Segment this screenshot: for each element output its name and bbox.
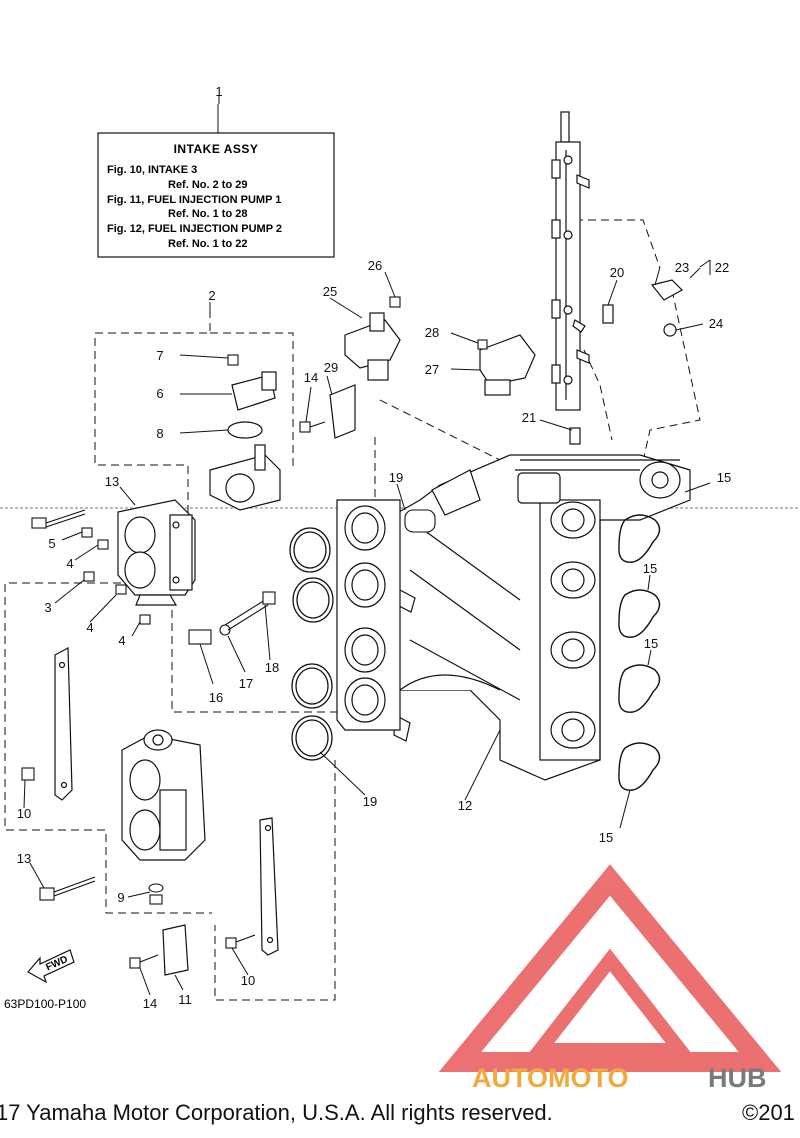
fasteners xyxy=(21,296,488,969)
callouts: 1 2 3 4 4 4 5 6 7 8 9 10 10 11 12 13 13 … xyxy=(17,84,731,1011)
callout-20: 20 xyxy=(610,265,624,280)
info-line-5: Fig. 12, FUEL INJECTION PUMP 2 xyxy=(107,223,282,235)
drawing-code: 63PD100-P100 xyxy=(4,997,86,1011)
callout-15d: 15 xyxy=(599,830,613,845)
callout-2: 2 xyxy=(208,288,215,303)
callout-7: 7 xyxy=(156,348,163,363)
throttle-body-lower xyxy=(121,729,206,861)
manifold-plate xyxy=(336,499,401,731)
callout-15c: 15 xyxy=(644,636,658,651)
info-line-6: Ref. No. 1 to 22 xyxy=(168,238,247,250)
callout-9: 9 xyxy=(117,890,124,905)
callout-23: 23 xyxy=(675,260,689,275)
callout-13b: 13 xyxy=(17,851,31,866)
watermark-text-a: AUTOMOTO xyxy=(472,1063,629,1093)
callout-24: 24 xyxy=(709,316,723,331)
fuel-rail xyxy=(551,111,590,411)
info-line-3: Fig. 11, FUEL INJECTION PUMP 1 xyxy=(107,194,281,206)
callout-22: 22 xyxy=(715,260,729,275)
watermark-text-b: HUB xyxy=(708,1063,767,1093)
callout-25: 25 xyxy=(323,284,337,299)
callout-4a: 4 xyxy=(66,556,73,571)
callout-29: 29 xyxy=(324,360,338,375)
callout-14b: 14 xyxy=(143,996,157,1011)
callout-5: 5 xyxy=(48,536,55,551)
callout-17: 17 xyxy=(239,676,253,691)
watermark-wordmark: AUTOMOTO HUB xyxy=(472,1063,767,1093)
callout-15a: 15 xyxy=(717,470,731,485)
info-box: INTAKE ASSY Fig. 10, INTAKE 3 Ref. No. 2… xyxy=(97,104,335,258)
info-line-1: Fig. 10, INTAKE 3 xyxy=(107,164,197,176)
callout-15b: 15 xyxy=(643,561,657,576)
intake-manifold xyxy=(384,454,691,781)
callout-8: 8 xyxy=(156,426,163,441)
callout-6: 6 xyxy=(156,386,163,401)
sensors xyxy=(227,279,683,445)
callout-14a: 14 xyxy=(304,370,318,385)
copyright-left: 17 Yamaha Motor Corporation, U.S.A. All … xyxy=(0,1100,553,1125)
info-line-2: Ref. No. 2 to 29 xyxy=(168,179,247,191)
callout-11: 11 xyxy=(178,992,192,1007)
callout-4b: 4 xyxy=(86,620,93,635)
fwd-arrow-icon: FWD xyxy=(27,949,75,984)
callout-28: 28 xyxy=(425,325,439,340)
throttle-body-upper xyxy=(117,444,281,606)
callout-10a: 10 xyxy=(17,806,31,821)
callout-10b: 10 xyxy=(241,973,255,988)
callout-13a: 13 xyxy=(105,474,119,489)
callout-4c: 4 xyxy=(118,633,125,648)
watermark-logo xyxy=(438,864,782,1072)
orings-19 xyxy=(289,527,334,761)
callout-18: 18 xyxy=(265,660,279,675)
copyright-bar: 17 Yamaha Motor Corporation, U.S.A. All … xyxy=(0,1100,800,1130)
callout-12: 12 xyxy=(458,798,472,813)
callout-26: 26 xyxy=(368,258,382,273)
callout-19a: 19 xyxy=(389,470,403,485)
callout-3: 3 xyxy=(44,600,51,615)
callout-27: 27 xyxy=(425,362,439,377)
copyright-right: ©201 xyxy=(742,1100,795,1125)
callout-1: 1 xyxy=(215,84,222,99)
callout-21: 21 xyxy=(522,410,536,425)
leader-lines xyxy=(23,96,711,996)
callout-19b: 19 xyxy=(363,794,377,809)
brackets xyxy=(54,384,356,976)
gaskets-15 xyxy=(618,514,661,791)
info-title: INTAKE ASSY xyxy=(174,142,259,156)
info-line-4: Ref. No. 1 to 28 xyxy=(168,208,247,220)
callout-16: 16 xyxy=(209,690,223,705)
